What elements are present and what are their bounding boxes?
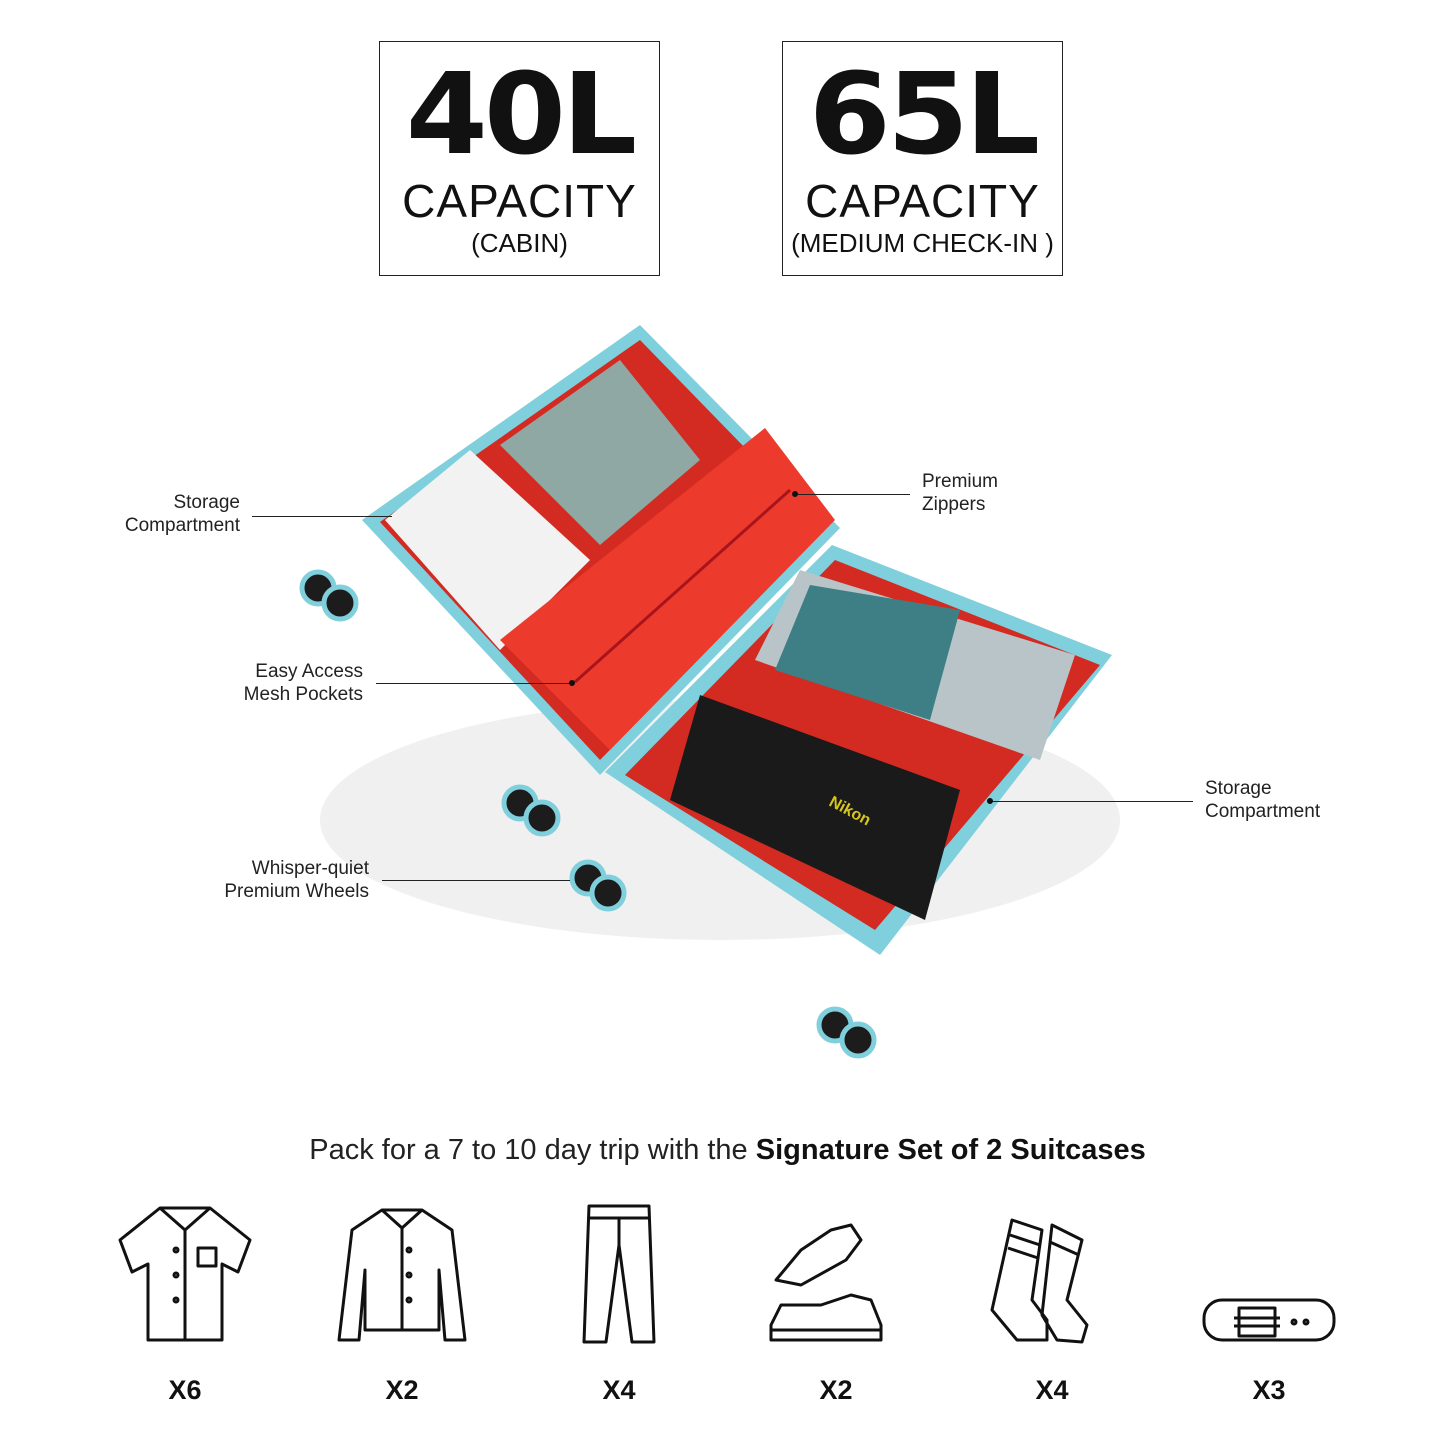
capacity-type: (MEDIUM CHECK-IN ) (791, 228, 1054, 258)
callout-line1: Storage (1205, 778, 1272, 799)
capacity-label: CAPACITY (402, 175, 637, 227)
item-quantity: X4 (1035, 1375, 1069, 1405)
callout-leader (382, 880, 570, 882)
callout-line1: Easy Access (255, 661, 363, 682)
callout-line1: Storage (173, 492, 240, 513)
callout-storage-left: Storage Compartment (90, 491, 240, 537)
item-quantity: X6 (168, 1375, 202, 1405)
tagline-text: Pack for a 7 to 10 day trip with the (309, 1134, 756, 1166)
mesh-pocket (500, 428, 835, 750)
tagline-bold: Signature Set of 2 Suitcases (755, 1134, 1146, 1166)
callout-dot (569, 680, 575, 686)
item-quantity: X4 (602, 1375, 636, 1405)
packing-item-belts: X3 (1189, 1200, 1349, 1406)
packing-item-shirts: X6 (105, 1200, 265, 1406)
sneakers-icon (769, 1223, 883, 1342)
tagline: Pack for a 7 to 10 day trip with the Sig… (0, 1134, 1445, 1167)
callout-mesh: Easy Access Mesh Pockets (200, 660, 363, 706)
callout-line2: Premium Wheels (224, 881, 369, 902)
jeans-icon (582, 1204, 656, 1344)
item-quantity: X2 (819, 1375, 853, 1405)
capacity-volume: 65L (808, 48, 1040, 180)
jacket-icon (337, 1208, 467, 1342)
item-quantity: X3 (1252, 1375, 1286, 1405)
callout-line2: Zippers (922, 494, 986, 515)
capacity-label: CAPACITY (805, 175, 1040, 227)
socks-icon (990, 1218, 1089, 1344)
callout-leader (252, 516, 392, 518)
packing-item-jeans: X4 (539, 1200, 699, 1406)
callout-line2: Compartment (1205, 801, 1321, 822)
camera-bag (670, 695, 960, 920)
shirt-icon (118, 1206, 252, 1342)
packing-item-socks: X4 (972, 1200, 1132, 1406)
belt-icon (1202, 1298, 1336, 1342)
callout-leader (376, 683, 571, 685)
capacity-type: (CABIN) (471, 228, 568, 258)
callout-line2: Compartment (124, 515, 240, 536)
capacity-volume: 40L (405, 48, 637, 180)
packing-item-sneakers: X2 (756, 1200, 916, 1406)
item-quantity: X2 (385, 1375, 419, 1405)
sneakers-item (385, 450, 590, 650)
callout-wheels: Whisper-quiet Premium Wheels (180, 857, 369, 903)
callout-dot (792, 491, 798, 497)
callout-line2: Mesh Pockets (243, 684, 363, 705)
capacity-box-cabin: 40L CAPACITY (CABIN) (379, 41, 660, 276)
capacity-box-medium: 65L CAPACITY (MEDIUM CHECK-IN ) (782, 41, 1063, 276)
callout-line1: Premium (922, 471, 999, 492)
packing-item-jackets: X2 (322, 1200, 482, 1406)
callout-zippers: Premium Zippers (922, 470, 998, 516)
callout-storage-right: Storage Compartment (1205, 777, 1320, 823)
callout-dot (987, 798, 993, 804)
shirt-item (500, 360, 700, 545)
callout-line1: Whisper-quiet (251, 858, 369, 879)
callout-leader (990, 801, 1193, 803)
callout-leader (795, 494, 910, 496)
open-suitcase-image: Nikon (299, 325, 1120, 1059)
